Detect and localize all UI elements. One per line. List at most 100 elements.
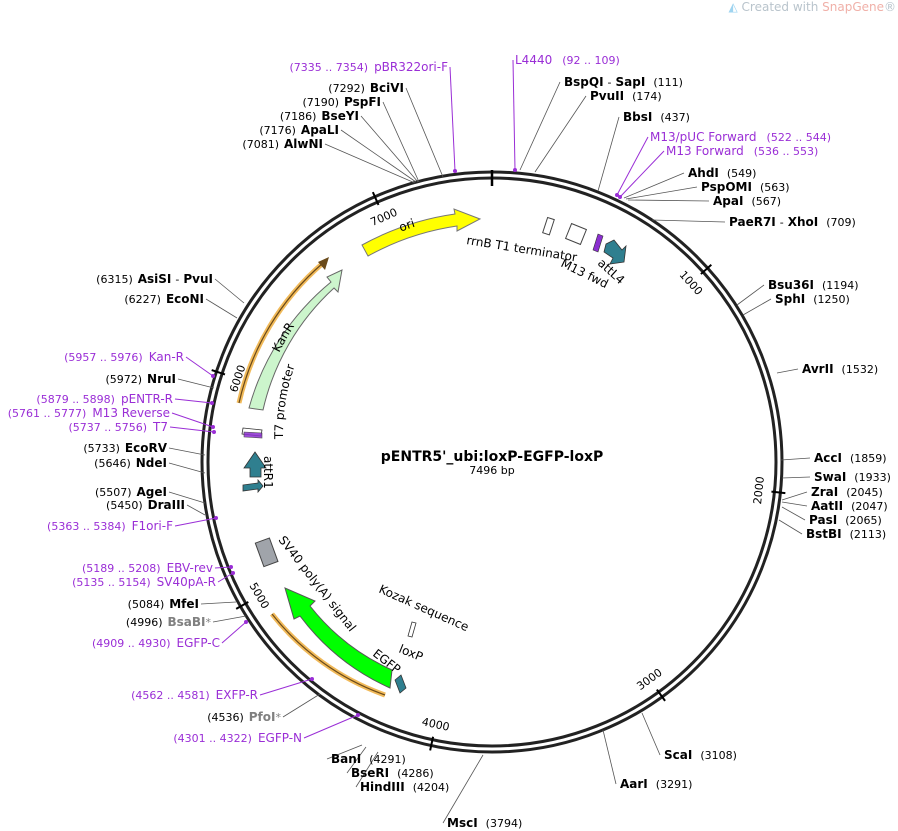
feature-kanr-outline [236, 257, 329, 404]
site-label: (7186)BseYI [280, 109, 359, 123]
feature-egfp[interactable] [284, 587, 393, 689]
rrnb-t1-box-1 [542, 216, 555, 236]
site-leader [168, 462, 206, 474]
site-leader [186, 504, 206, 516]
attr1-label: attR1 [261, 456, 275, 489]
primer-site-mark [513, 168, 517, 172]
site-leader [602, 729, 617, 785]
site-leader [742, 298, 772, 316]
site-leader [177, 378, 215, 389]
kanr-arrow[interactable] [248, 269, 343, 411]
site-leader [168, 447, 206, 456]
attr1-arrow[interactable] [243, 451, 267, 478]
site-leader [625, 186, 698, 200]
ori-arrow[interactable] [361, 208, 482, 257]
plasmid-name: pENTR5'_ubi:loxP-EGFP-loxP [381, 449, 603, 465]
primer-leader [217, 572, 234, 583]
feature-ori[interactable]: ori [361, 208, 482, 257]
site-label: (4536)PfoI* [207, 710, 281, 724]
egfp-arrow[interactable] [284, 587, 393, 689]
site-label: HindIII(4204) [360, 780, 449, 794]
tick-mark [656, 688, 666, 702]
tick-label: 2000 [751, 476, 767, 505]
kanr-highlight-core [238, 262, 324, 404]
site-leader [776, 368, 799, 374]
primer-leader [174, 398, 213, 404]
primer-site-mark [244, 620, 248, 624]
site-leader [282, 693, 321, 718]
site-label: PasI(2065) [809, 513, 882, 527]
primer-label: M13 Forward(536 .. 553) [666, 144, 818, 158]
primer-leader [174, 517, 217, 527]
tick-label: 5000 [247, 580, 272, 611]
site-leader [214, 278, 245, 304]
tick-mark [700, 263, 712, 275]
site-leader [736, 284, 765, 306]
rrnb-t1-box-2 [564, 222, 588, 246]
site-leader [651, 219, 726, 223]
site-label: (5972)NruI [105, 372, 176, 386]
primer-leader [616, 136, 649, 196]
primer-label: (7335 .. 7354)pBR322ori-F [290, 60, 449, 74]
site-label: (5646)NdeI [94, 456, 167, 470]
site-label: (5084)MfeI [128, 597, 199, 611]
site-label: MscI(3794) [447, 816, 522, 830]
primer-leader [214, 566, 232, 569]
primer-site-mark [615, 193, 619, 197]
primer-leader [169, 426, 215, 433]
plasmid-size: 7496 bp [469, 464, 514, 477]
tick-label: 4000 [421, 715, 451, 734]
rrnb-t1-label: rrnB T1 terminator [466, 233, 579, 264]
m13-fwd-mark [592, 233, 604, 253]
primer-leader [259, 678, 313, 696]
site-label: ScaI(3108) [664, 748, 737, 762]
primer-leader [512, 59, 516, 171]
primer-label: L4440(92 .. 109) [515, 53, 620, 67]
site-label: SphI(1250) [775, 292, 850, 306]
sv40-polya-box [254, 537, 279, 568]
annotation-labels: BspQI-SapI(111)PvuII(174)BbsI(437)AhdI(5… [8, 53, 891, 830]
primer-site-mark [356, 713, 360, 717]
site-label: (5733)EcoRV [83, 441, 167, 455]
primer-leader [619, 150, 665, 198]
site-leader [781, 501, 808, 507]
site-leader [781, 476, 811, 479]
primer-label: (4562 .. 4581)EXFP-R [131, 688, 258, 702]
loxp-label: loxP [397, 642, 425, 664]
watermark-prefix: Created with [741, 0, 823, 14]
site-leader [382, 101, 420, 183]
primer-label: (5737 .. 5756)T7 [68, 420, 168, 434]
primer-label: M13/pUC Forward(522 .. 544) [650, 130, 831, 144]
site-label: BseRI(4286) [351, 766, 434, 780]
site-label: BanI(4291) [331, 752, 406, 766]
primer-label: (5879 .. 5898)pENTR-R [36, 392, 173, 406]
loxp-arrow[interactable] [394, 674, 407, 694]
ori-label: ori [397, 216, 417, 235]
site-label: PspOMI(563) [701, 180, 790, 194]
site-leader [200, 601, 237, 605]
site-leader [623, 172, 685, 199]
site-label: AccI(1859) [814, 451, 887, 465]
site-label: BbsI(437) [623, 110, 690, 124]
site-leader [326, 744, 363, 760]
primer-label: (5363 .. 5384)F1ori-F [47, 519, 173, 533]
site-leader [340, 129, 417, 183]
site-label: (5507)AgeI [95, 485, 167, 499]
site-label: (7190)PspFI [302, 95, 381, 109]
m13-rev-mark [243, 431, 263, 439]
watermark-suffix: ® [884, 0, 896, 14]
watermark-logo-icon: ◭ [728, 0, 738, 14]
site-leader [405, 87, 444, 178]
primer-site-mark [212, 430, 216, 434]
site-label: PaeR7I-XhoI(709) [729, 215, 856, 229]
site-label: ApaI(567) [713, 194, 781, 208]
primer-leader [449, 66, 456, 172]
site-label: SwaI(1933) [814, 470, 891, 484]
site-leader [781, 506, 806, 521]
site-leader [360, 115, 419, 183]
primer-label: (5135 .. 5154)SV40pA-R [72, 575, 216, 589]
site-label: (5450)DraIII [106, 498, 185, 512]
attl4-arrow[interactable] [603, 239, 627, 265]
site-label: Bsu36I(1194) [768, 278, 859, 292]
